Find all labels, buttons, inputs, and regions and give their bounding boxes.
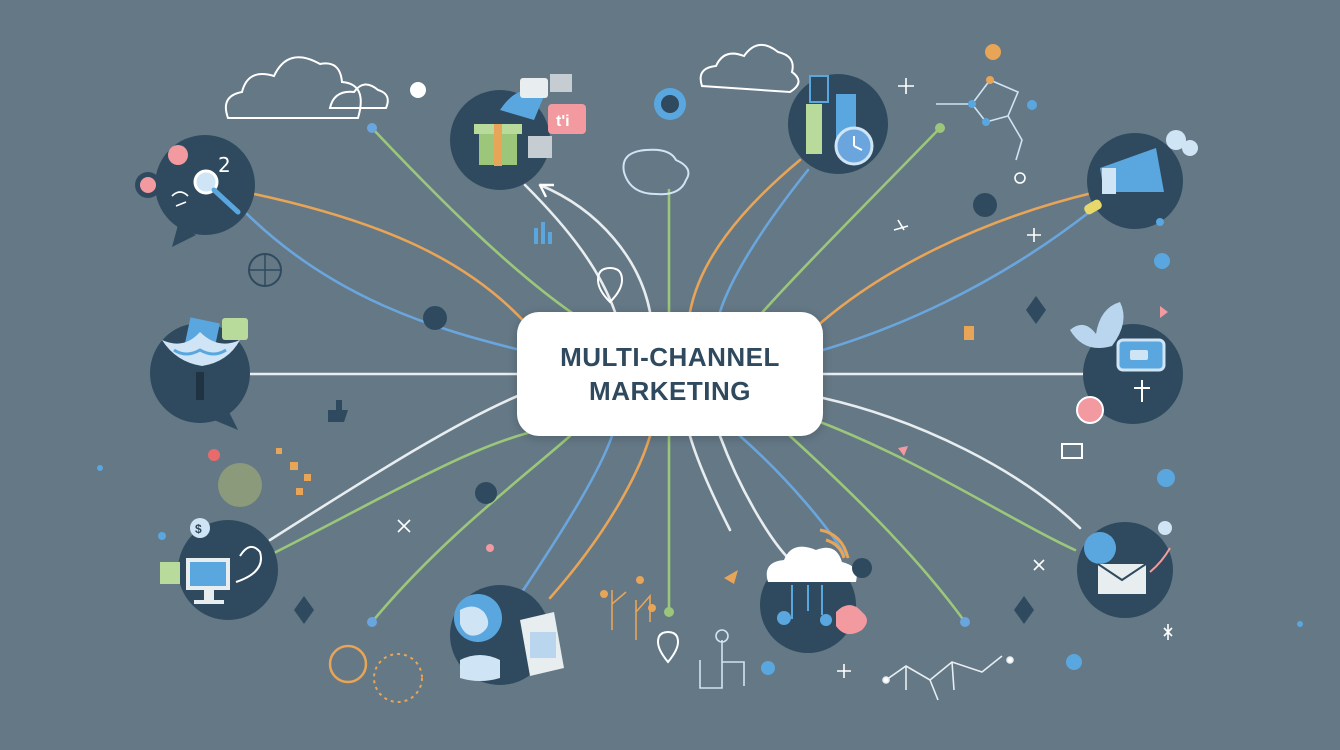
connector-line (821, 396, 1082, 530)
endpoint-dot (935, 123, 945, 133)
endpoint-dot (1066, 654, 1082, 670)
endpoint-dot (367, 123, 377, 133)
hub-cloud-network (760, 528, 867, 653)
endpoint-dot (664, 607, 674, 617)
connector-line (243, 190, 532, 330)
computer-icon (186, 558, 230, 604)
network-graph-icon (936, 44, 1026, 184)
connector-line (813, 191, 1094, 330)
sparkle-icon (1163, 624, 1173, 640)
branch-network-icon (611, 590, 651, 640)
hub-email-gear (1077, 521, 1173, 618)
bar-chart-mini-icon (541, 222, 545, 244)
clock-icon (834, 126, 874, 166)
connector-line (821, 208, 1094, 352)
settings-gear-icon (973, 193, 997, 217)
central-topic-line-2: MARKETING (589, 376, 751, 406)
magnifier-icon (193, 169, 241, 215)
location-pin-icon (596, 266, 624, 304)
hub-computer-design: $ (160, 518, 278, 620)
endpoint-dot (367, 617, 377, 627)
diamond-icon (1014, 596, 1034, 624)
display-icon (162, 317, 240, 400)
server-tree-icon (699, 629, 745, 689)
connector-lines (236, 126, 1094, 624)
chat-bubble-icon (1061, 443, 1083, 459)
plus-icon (898, 78, 914, 94)
teapot-icon (218, 463, 262, 507)
connector-line (718, 434, 792, 562)
diamond-icon (294, 596, 314, 624)
brain-icon (622, 148, 690, 196)
connection-grid-icon (882, 655, 1014, 701)
rocket-icon (724, 570, 738, 584)
connector-line (236, 203, 522, 352)
wallet-icon (1116, 338, 1166, 372)
hub-wallet-card (1070, 302, 1183, 424)
scattered-shapes (97, 82, 1303, 664)
endpoint-dot (1027, 100, 1037, 110)
location-dot (410, 82, 426, 98)
plus-icon (1027, 228, 1041, 242)
scattered-doodles (328, 44, 1173, 703)
central-topic-line-1: MULTI-CHANNEL (560, 342, 780, 372)
endpoint-dot (1154, 253, 1170, 269)
connector-line (813, 418, 1077, 552)
hub-megaphone (1084, 130, 1198, 229)
hub-analytics-search: 2 (135, 135, 255, 247)
connector-line (523, 183, 617, 314)
connector-line (268, 393, 522, 542)
hub-global-documents (450, 585, 564, 685)
connector-line (548, 434, 652, 600)
hub-mobile-display (150, 317, 250, 430)
megaphone-icon (1084, 148, 1164, 215)
connector-line (758, 126, 942, 317)
cross-icon (397, 519, 411, 533)
email-icon (1097, 563, 1147, 594)
gift-icon (474, 124, 522, 167)
connector-line (788, 434, 967, 624)
endpoint-dot (960, 617, 970, 627)
cloud-doodle-icon (699, 44, 800, 94)
svg-text:2: 2 (218, 153, 231, 177)
svg-text:t'i: t'i (556, 113, 570, 130)
connector-endpoints (367, 100, 1170, 675)
target-icon (1076, 396, 1104, 424)
central-topic-node: MULTI-CHANNEL MARKETING (517, 312, 823, 436)
cloud-icon (766, 546, 857, 582)
hub-bar-chart-clock (788, 74, 888, 174)
thumbs-up-icon (328, 400, 348, 422)
globe-icon (454, 594, 502, 642)
settings-gear-icon (423, 306, 447, 330)
plus-icon (837, 664, 851, 678)
connector-line (688, 158, 802, 314)
location-pin-icon (656, 630, 680, 664)
connector-line (688, 434, 732, 532)
connector-line (370, 126, 577, 317)
arrow-head-icon (538, 183, 554, 198)
settings-gear-icon (852, 558, 872, 578)
note-icon (964, 326, 974, 340)
connector-line (268, 428, 542, 557)
diamond-icon (1026, 296, 1046, 324)
svg-text:$: $ (195, 522, 202, 536)
connector-line (738, 434, 847, 557)
settings-gear-icon (475, 482, 497, 504)
bar-chart-mini-icon (548, 232, 552, 244)
sparkle-icon (893, 219, 909, 231)
connector-line (518, 434, 614, 597)
cloud-doodle-icon (224, 56, 389, 119)
heart-icon (1160, 306, 1168, 318)
bar-chart-mini-icon (534, 228, 538, 244)
hub-gift-content: t'i (450, 74, 586, 190)
target-icon (328, 644, 423, 703)
endpoint-dot (761, 661, 775, 675)
connector-line (718, 168, 810, 314)
cross-icon (1033, 559, 1045, 571)
connector-line (538, 183, 652, 314)
heart-icon (898, 446, 908, 456)
twitter-icon (1157, 469, 1175, 487)
connector-line (370, 434, 572, 624)
